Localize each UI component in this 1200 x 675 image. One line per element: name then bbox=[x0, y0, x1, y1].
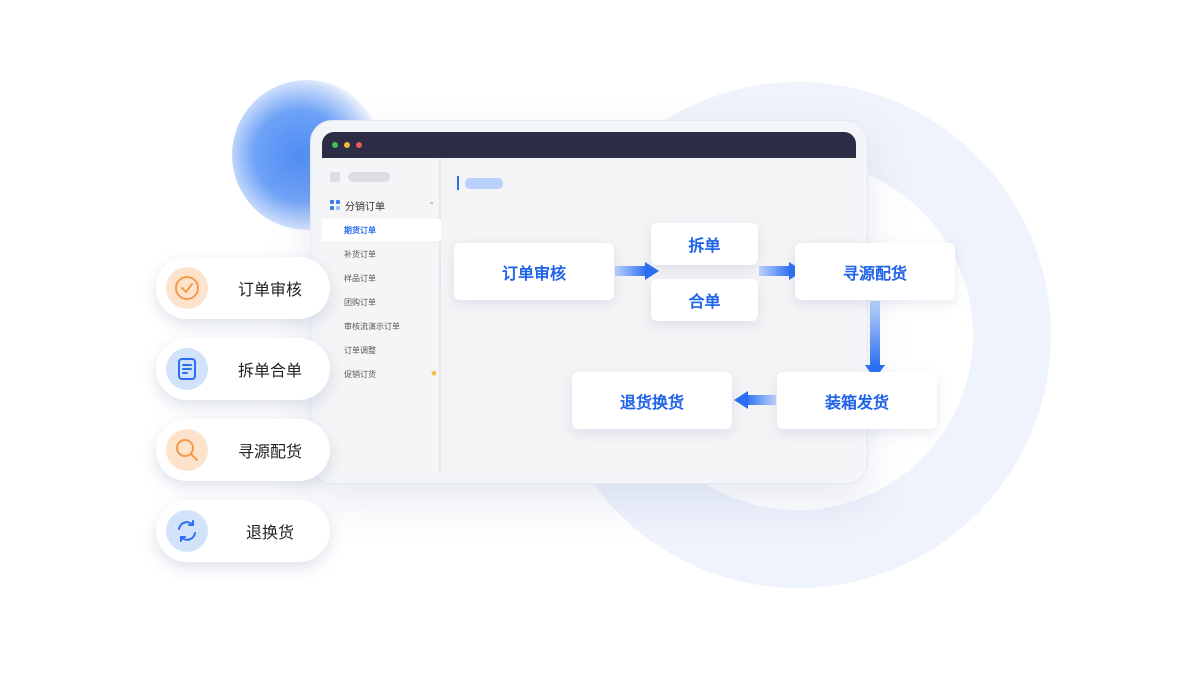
app-window: 分销订单 ⌃ 期货订单 补货订单 样品订单 团购订单 审核流演示订单 订单调整 … bbox=[322, 132, 856, 472]
feature-pill-label: 订单审核 bbox=[237, 280, 302, 299]
sidebar-item-label: 团购订单 bbox=[344, 297, 376, 307]
feature-pill-return-exchange[interactable]: 退换货 bbox=[156, 500, 330, 562]
logo-placeholder bbox=[330, 172, 340, 182]
maximize-dot[interactable] bbox=[332, 142, 338, 148]
feature-pill-label: 退换货 bbox=[245, 523, 294, 542]
flow-node-return-exchange[interactable]: 退货换货 bbox=[572, 372, 732, 429]
feature-pill-order-review[interactable]: 订单审核 bbox=[156, 257, 330, 319]
sidebar-group-distribution-orders[interactable]: 分销订单 ⌃ bbox=[330, 198, 435, 213]
title-placeholder bbox=[465, 178, 503, 189]
sidebar-item-label: 促销订货 bbox=[344, 369, 376, 379]
feature-pill-sourcing[interactable]: 寻源配货 bbox=[156, 419, 330, 481]
title-bar bbox=[322, 132, 856, 158]
flow-node-sourcing[interactable]: 寻源配货 bbox=[795, 243, 955, 300]
minimize-dot[interactable] bbox=[344, 142, 350, 148]
feature-pill-label: 拆单合单 bbox=[237, 361, 302, 380]
grid-icon bbox=[330, 200, 340, 210]
sidebar-item-promotion-orders[interactable]: 促销订货 ★ bbox=[322, 363, 441, 385]
sidebar-item-label: 期货订单 bbox=[344, 225, 376, 235]
sidebar-item-label: 订单调整 bbox=[344, 345, 376, 355]
document-icon bbox=[166, 348, 208, 390]
flow-node-label: 订单审核 bbox=[501, 263, 566, 283]
arrow-packing-to-return bbox=[734, 391, 776, 409]
sidebar-item-group-purchase-orders[interactable]: 团购订单 bbox=[322, 291, 441, 313]
feature-pill-split-merge[interactable]: 拆单合单 bbox=[156, 338, 330, 400]
arrow-sourcing-to-packing bbox=[865, 301, 885, 379]
sidebar: 分销订单 ⌃ 期货订单 补货订单 样品订单 团购订单 审核流演示订单 订单调整 … bbox=[322, 158, 441, 472]
flow-node-label: 退货换货 bbox=[619, 392, 684, 412]
logo-text-placeholder bbox=[348, 172, 390, 182]
sidebar-item-replenishment-orders[interactable]: 补货订单 bbox=[322, 243, 441, 265]
flow-node-label: 合单 bbox=[688, 292, 721, 311]
arrow-review-to-split bbox=[615, 262, 659, 280]
refresh-icon bbox=[166, 510, 208, 552]
chevron-up-icon: ⌃ bbox=[428, 200, 435, 210]
flow-node-merge[interactable]: 合单 bbox=[651, 279, 758, 321]
flow-node-packing[interactable]: 装箱发货 bbox=[777, 372, 937, 429]
feature-pill-label: 寻源配货 bbox=[237, 442, 302, 461]
sidebar-item-futures-orders[interactable]: 期货订单 bbox=[322, 219, 441, 241]
star-icon[interactable]: ★ bbox=[429, 369, 438, 379]
sidebar-item-sample-orders[interactable]: 样品订单 bbox=[322, 267, 441, 289]
sidebar-item-review-demo-orders[interactable]: 审核流演示订单 bbox=[322, 315, 441, 337]
sidebar-group-label: 分销订单 bbox=[345, 201, 385, 213]
sidebar-item-label: 补货订单 bbox=[344, 249, 376, 259]
flow-node-split[interactable]: 拆单 bbox=[651, 223, 758, 265]
flow-node-label: 拆单 bbox=[688, 236, 721, 255]
search-icon bbox=[166, 429, 208, 471]
flow-node-label: 装箱发货 bbox=[824, 392, 889, 412]
sidebar-item-label: 审核流演示订单 bbox=[344, 321, 400, 331]
check-circle-icon bbox=[166, 267, 208, 309]
close-dot[interactable] bbox=[356, 142, 362, 148]
flow-node-label: 寻源配货 bbox=[842, 263, 907, 283]
title-accent-bar bbox=[457, 176, 459, 190]
sidebar-item-label: 样品订单 bbox=[344, 273, 376, 283]
flow-node-order-review[interactable]: 订单审核 bbox=[454, 243, 614, 300]
sidebar-item-order-adjustment[interactable]: 订单调整 bbox=[322, 339, 441, 361]
